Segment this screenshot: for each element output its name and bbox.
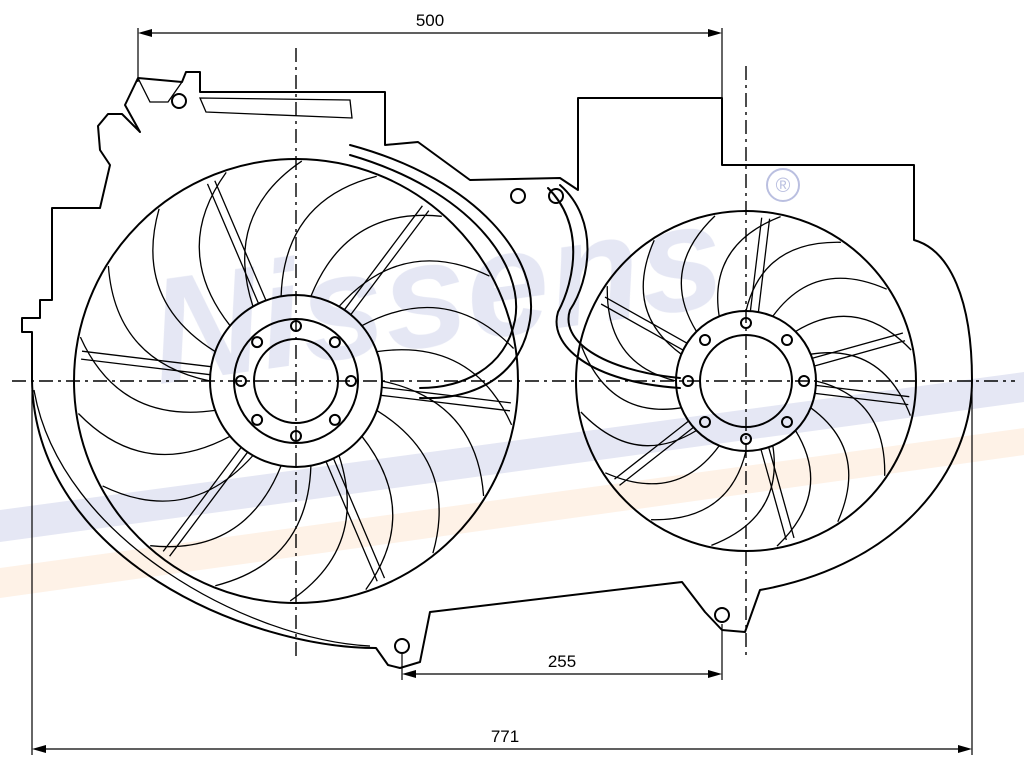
fan-blade xyxy=(150,465,282,548)
fan-blade xyxy=(810,407,850,522)
fan-blade xyxy=(772,277,887,317)
fan-spoke xyxy=(812,332,906,367)
fan-blade xyxy=(79,336,216,413)
fan-blade xyxy=(361,306,515,349)
fan-blade xyxy=(711,445,775,547)
mounting-hole xyxy=(548,188,564,204)
fan-blade xyxy=(376,409,440,554)
hub-bolt xyxy=(328,413,341,426)
fan-spoke xyxy=(614,420,694,486)
mounting-hole xyxy=(171,93,187,109)
dimension-mounts-label: 255 xyxy=(548,652,576,671)
left-fan-blades xyxy=(77,160,515,602)
hub-bolt xyxy=(251,336,264,349)
fan-blade xyxy=(605,445,720,485)
fan-blade xyxy=(815,380,886,476)
fan-spoke xyxy=(343,205,430,315)
fan-blade xyxy=(376,349,513,426)
hub-bolt xyxy=(781,416,793,428)
shroud-upper-rib xyxy=(199,97,353,119)
hub-bolt xyxy=(699,416,711,428)
shroud-outline xyxy=(21,71,973,669)
wiring-harness xyxy=(547,187,681,389)
fan-spoke xyxy=(814,384,910,406)
registered-mark-glyph: ® xyxy=(776,175,791,197)
dimension-overall-label: 771 xyxy=(491,727,519,746)
right-fan-blades xyxy=(580,215,912,547)
dimension-top: 500 xyxy=(137,11,723,98)
shroud-tab-left xyxy=(137,77,183,103)
fan-spoke xyxy=(600,296,688,351)
fan-blade xyxy=(810,352,912,416)
fan-blade xyxy=(244,160,303,307)
hub-bolt xyxy=(328,336,341,349)
wiring-harness xyxy=(349,154,518,389)
dimension-top-label: 500 xyxy=(416,11,444,30)
shroud-inner-line xyxy=(33,389,371,647)
registered-mark-icon: ® xyxy=(766,168,800,202)
mounting-hole xyxy=(394,638,410,654)
watermark-stripe-orange xyxy=(0,428,1024,598)
fan-blade xyxy=(776,430,812,547)
hub-bolt xyxy=(251,413,264,426)
wiring-harness xyxy=(349,144,533,400)
fan-blade xyxy=(745,241,841,312)
mounting-hole xyxy=(510,188,526,204)
fan-blade xyxy=(338,260,490,307)
hub-bolt xyxy=(699,334,711,346)
fan-blade xyxy=(580,346,682,410)
fan-blade xyxy=(77,413,231,456)
fan-blade xyxy=(606,286,677,382)
fan-blade xyxy=(289,455,348,602)
fan-blade xyxy=(651,450,747,521)
fan-spoke xyxy=(749,217,771,313)
hub-bolt xyxy=(781,334,793,346)
fan-blade xyxy=(215,465,312,587)
fan-blade xyxy=(102,455,254,502)
fan-blade xyxy=(310,214,442,297)
fan-spoke xyxy=(760,447,795,541)
fan-blade xyxy=(795,315,912,351)
fan-blade xyxy=(361,435,394,590)
fan-blade xyxy=(580,411,697,447)
fan-spoke xyxy=(162,447,249,557)
fan-blade xyxy=(280,175,377,297)
fan-spoke xyxy=(206,180,267,304)
dimension-mounts: 255 xyxy=(401,624,723,680)
mounting-hole xyxy=(714,607,730,623)
fan-blade xyxy=(680,215,716,332)
fan-blade xyxy=(198,172,231,327)
fan-spoke xyxy=(380,386,511,412)
fan-blade xyxy=(717,215,781,317)
fan-blade xyxy=(107,265,211,382)
dimension-overall: 771 xyxy=(31,390,973,755)
fan-blade xyxy=(642,240,682,355)
watermark-stripe-blue xyxy=(0,372,1024,542)
wiring-harness xyxy=(559,184,681,379)
fan-spoke xyxy=(325,458,386,582)
fan-blade xyxy=(381,380,485,497)
fan-blade xyxy=(152,208,216,353)
fan-spoke xyxy=(81,350,212,376)
